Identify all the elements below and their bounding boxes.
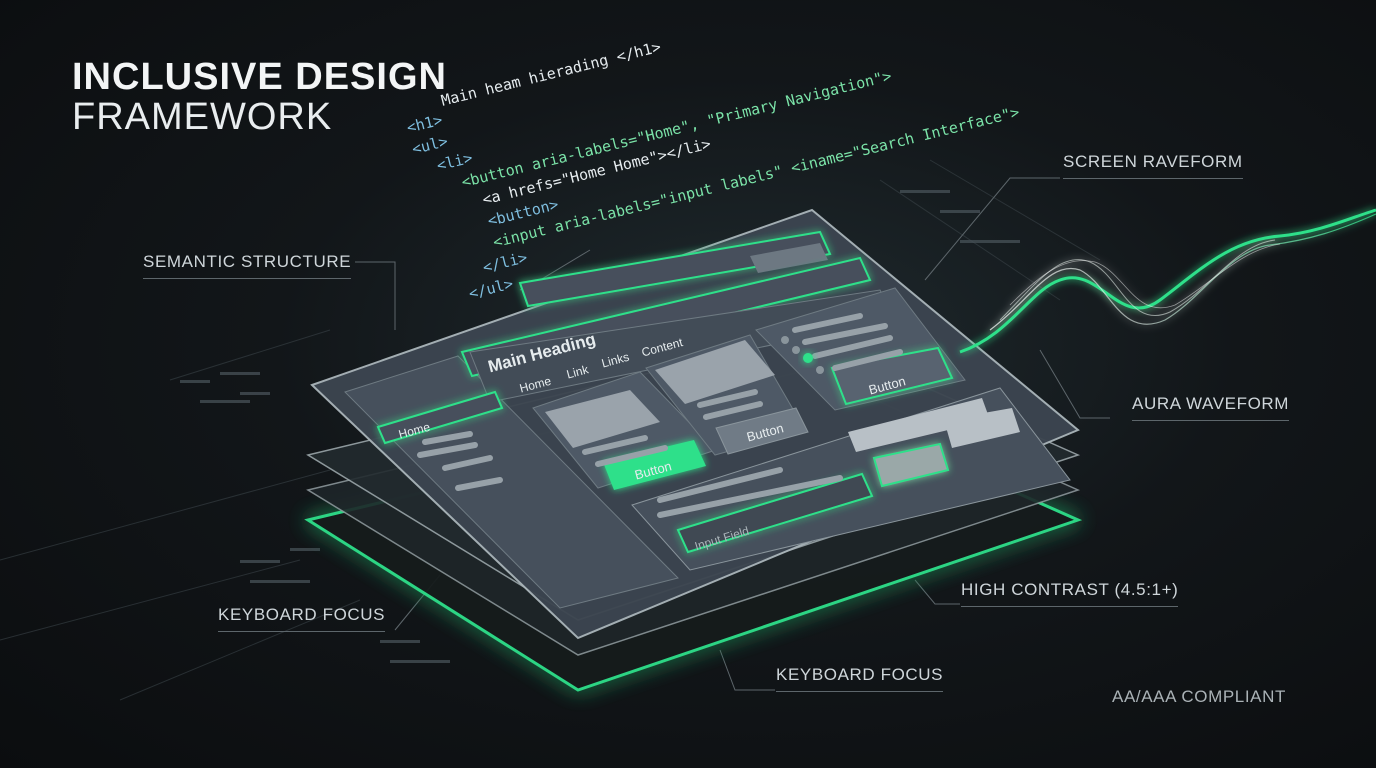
- callout-high-contrast: HIGH CONTRAST (4.5:1+): [961, 580, 1179, 607]
- callout-semantic-structure: SEMANTIC STRUCTURE: [143, 252, 352, 279]
- callout-keyboard-focus-bottom: KEYBOARD FOCUS: [776, 665, 944, 692]
- callout-screen-raveform: SCREEN RAVEFORM: [1063, 152, 1243, 179]
- compliance-label: AA/AAA COMPLIANT: [1112, 687, 1286, 706]
- title-light: FRAMEWORK: [72, 95, 333, 138]
- background-data-lines: [0, 159, 1101, 701]
- callout-keyboard-focus-left: KEYBOARD FOCUS: [218, 605, 386, 632]
- aura-waveform: [959, 208, 1376, 354]
- background-data-dots: [180, 190, 1020, 663]
- skeleton-lines: [417, 313, 903, 518]
- ui-board: [310, 208, 1080, 640]
- callout-aura-waveform: AURA WAVEFORM: [1132, 394, 1290, 421]
- page-title: INCLUSIVE DESIGN FRAMEWORK: [72, 56, 447, 138]
- indicator-dots: [781, 336, 824, 374]
- title-bold: INCLUSIVE DESIGN: [72, 56, 447, 98]
